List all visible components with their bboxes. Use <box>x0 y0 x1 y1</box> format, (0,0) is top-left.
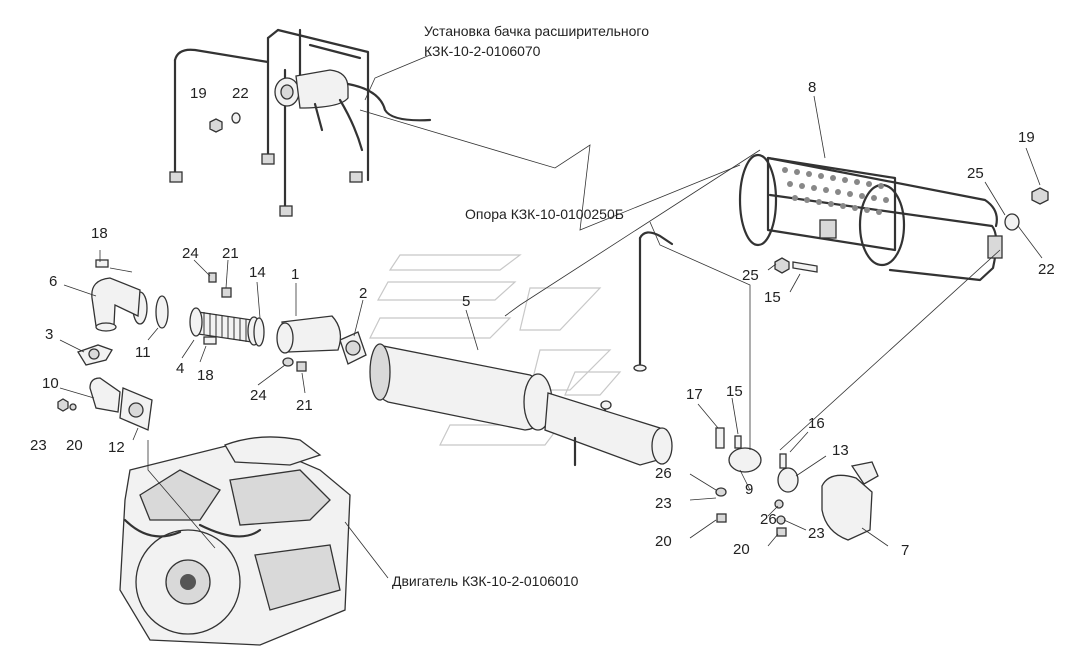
part-numbers: 1 2 3 4 5 6 7 8 9 10 11 12 13 14 15 15 1… <box>30 79 1055 559</box>
part-number-6: 6 <box>49 273 57 290</box>
engine-assembly <box>119 436 351 646</box>
part-number-23b: 23 <box>655 495 672 512</box>
part-number-22a: 22 <box>232 85 249 102</box>
part-number-12: 12 <box>108 439 125 456</box>
part-number-1: 1 <box>291 266 299 283</box>
part-number-16: 16 <box>808 415 825 432</box>
flange-2 <box>339 331 367 365</box>
part-number-18b: 18 <box>197 367 214 384</box>
part-number-4: 4 <box>176 360 184 377</box>
pipe-1 <box>276 315 342 354</box>
part-number-19b: 19 <box>1018 129 1035 146</box>
clamps-and-elbow <box>715 427 879 541</box>
part-number-13: 13 <box>832 442 849 459</box>
part-number-9: 9 <box>745 481 753 498</box>
part-number-7: 7 <box>901 542 909 559</box>
part-number-20b: 20 <box>655 533 672 550</box>
part-number-26b: 26 <box>760 511 777 528</box>
expansion-tank-assembly <box>169 28 432 217</box>
part-number-18a: 18 <box>91 225 108 242</box>
part-number-3: 3 <box>45 326 53 343</box>
muffler-5 <box>369 343 673 467</box>
caption-engine: Двигатель КЗК-10-2-0106010 <box>392 573 579 589</box>
caption-tank-line1: Установка бачка расширительного <box>424 23 649 39</box>
bellows-4 <box>189 307 261 346</box>
caption-support: Опора КЗК-10-0100250Б <box>465 206 624 222</box>
captions: Установка бачка расширительного КЗК-10-2… <box>392 23 649 589</box>
part-number-24b: 24 <box>250 387 267 404</box>
bracket-assembly-8 <box>738 153 1049 282</box>
part-number-25b: 25 <box>742 267 759 284</box>
part-number-26a: 26 <box>655 465 672 482</box>
part-number-23c: 23 <box>808 525 825 542</box>
part-number-23a: 23 <box>30 437 47 454</box>
part-number-21a: 21 <box>222 245 239 262</box>
part-number-5: 5 <box>462 293 470 310</box>
leader-lines <box>59 54 1043 579</box>
part-number-21b: 21 <box>296 397 313 414</box>
part-number-20c: 20 <box>733 541 750 558</box>
part-number-24a: 24 <box>182 245 199 262</box>
caption-tank-line2: КЗК-10-2-0106070 <box>424 43 541 59</box>
part-number-11: 11 <box>135 344 151 361</box>
part-number-17: 17 <box>686 386 703 403</box>
perforation-holes <box>782 167 889 215</box>
part-number-10: 10 <box>42 375 59 392</box>
elbow-6 <box>91 277 141 332</box>
part-number-19a: 19 <box>190 85 207 102</box>
part-number-15b: 15 <box>764 289 781 306</box>
adapter-3-10-12 <box>77 344 153 431</box>
part-number-8: 8 <box>808 79 816 96</box>
part-number-14: 14 <box>249 264 266 281</box>
part-number-2: 2 <box>359 285 367 302</box>
part-number-22b: 22 <box>1038 261 1055 278</box>
part-number-25a: 25 <box>967 165 984 182</box>
fasteners-left <box>57 112 307 412</box>
support-pipe <box>633 231 674 372</box>
part-number-20a: 20 <box>66 437 83 454</box>
part-number-15a: 15 <box>726 383 743 400</box>
